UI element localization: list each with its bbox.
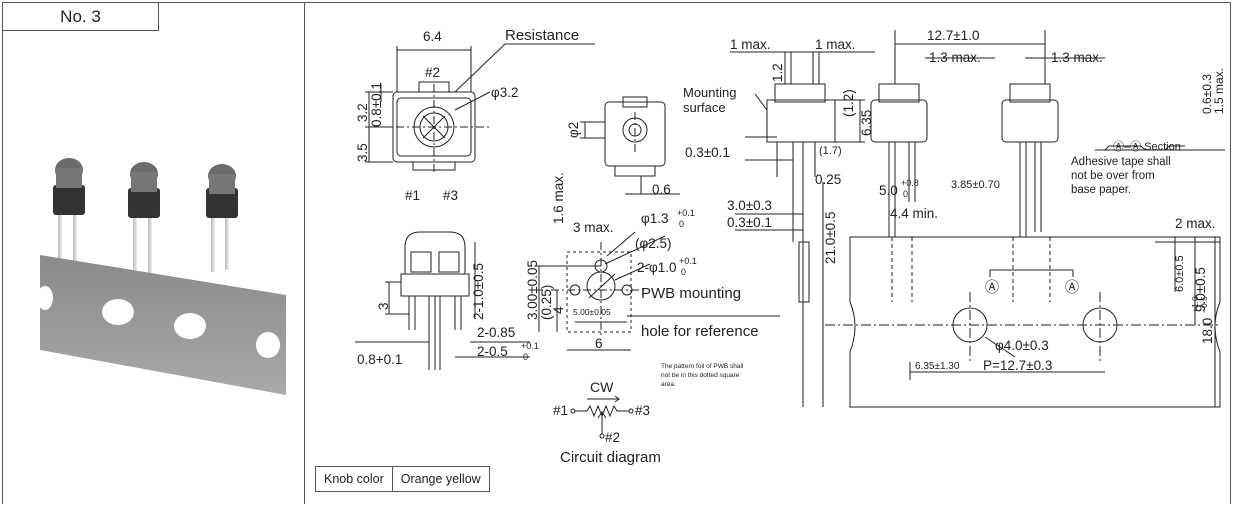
knob-color-value: Orange yellow (391, 466, 490, 492)
dim-18-0-tol: +1.0 (1190, 296, 1200, 313)
dim-3-2: 3.2 (355, 103, 370, 122)
circuit-pin2: #2 (605, 430, 620, 445)
dim-phi-1-3-tol: +0.1 (677, 208, 695, 218)
dim-6-35: 6.35 (859, 110, 874, 136)
dim-5-0: 5.0 (879, 183, 898, 198)
dim-0-6: 0.6 (652, 182, 671, 197)
dim-1-3-max-a: 1.3 max. (929, 50, 981, 65)
dim-1-2: 1.2 (770, 63, 785, 82)
dim-0-25: 0.25 (815, 172, 841, 187)
dim-6: 6 (595, 336, 603, 351)
label-section: Ⓐ–Ⓐ Section (1113, 140, 1181, 153)
dim-phi-2: φ2 (566, 122, 581, 138)
dim-5-0-tol: +0.8 (901, 178, 919, 188)
label-pin3: #3 (443, 188, 458, 203)
dim-1-7: (1.7) (819, 145, 842, 157)
label-mounting: Mounting (683, 85, 736, 100)
label-adhesive-2: not be over from (1071, 170, 1155, 182)
dim-3-00: 3.00±0.05 (525, 260, 540, 320)
dim-2-max: 2 max. (1175, 216, 1216, 231)
dim-phi-3-2: φ3.2 (491, 85, 519, 100)
label-pin2-top: #2 (425, 65, 440, 80)
trimmer-components (53, 158, 238, 218)
dim-2-0-85: 2-0.85 (477, 325, 515, 340)
label-adhesive-3: base paper. (1071, 184, 1131, 196)
dim-18-0: 18.0 (1200, 318, 1215, 344)
dim-3-85: 3.85±0.70 (951, 179, 1000, 191)
pwb-hole-pattern (535, 231, 780, 351)
dim-2-0-5-tol2: 0 (523, 352, 528, 362)
dim-21-0: 21.0±0.5 (823, 212, 838, 264)
label-adhesive-1: Adhesive tape shall (1071, 156, 1171, 168)
dim-1-2-paren: (1.2) (841, 89, 856, 117)
dim-1-6-max: 1.6 max. (551, 172, 566, 224)
taping-components (870, 30, 1225, 237)
dim-4-4-min: 4.4 min. (890, 206, 938, 221)
technical-drawing: 6.4 Resistance #2 φ3.2 #1 #3 0.6 0.8±0.1… (355, 27, 1226, 466)
profile-view (730, 51, 875, 407)
product-photo (37, 158, 286, 395)
knob-color-label: Knob color (315, 466, 393, 492)
label-cw: CW (590, 379, 614, 395)
dim-18-0-tol2: −0.5 (1199, 296, 1209, 313)
circuit-symbol (570, 395, 634, 439)
dim-3-0: 3.0±0.3 (727, 198, 772, 213)
dim-0-6-0-3: 0.6±0.3 (1200, 74, 1214, 114)
pattern-note-3: area. (661, 381, 676, 388)
label-surface: surface (683, 100, 726, 115)
dim-0-3-b: 0.3±0.1 (727, 215, 772, 230)
dim-6-0: 6.0±0.5 (1174, 255, 1186, 292)
dim-2-0-5-tol: +0.1 (521, 341, 539, 351)
circuit-pin3: #3 (635, 403, 650, 418)
label-resistance: Resistance (505, 27, 579, 44)
dim-4: 4 (551, 306, 566, 314)
dim-phi-1-3: φ1.3 (641, 211, 669, 226)
dim-phi-1-0-tol2: 0 (681, 267, 686, 277)
dim-phi-4-0: φ4.0±0.3 (995, 338, 1049, 353)
dim-5-00: 5.00±0.05 (573, 307, 611, 317)
label-pwb-mounting: PWB mounting (641, 285, 741, 302)
dim-9-0: 9.0±0.5 (1193, 267, 1208, 312)
label-circuit-diagram: Circuit diagram (560, 449, 661, 466)
dim-p-12-7: P=12.7±0.3 (983, 358, 1052, 373)
dim-0-8-plus: 0.8+0.1 (357, 352, 402, 367)
dim-phi-1-3-tol2: 0 (679, 219, 684, 229)
dim-1-max-b: 1 max. (815, 37, 856, 52)
carrier-tape-outline (825, 236, 1221, 408)
dim-6-35-b: 6.35±1.30 (915, 361, 960, 372)
dim-1-max-a: 1 max. (730, 37, 771, 52)
dim-1-5-max: 1.5 max. (1212, 68, 1226, 114)
dim-phi-1-0-tol: +0.1 (679, 256, 697, 266)
label-pin1: #1 (405, 188, 420, 203)
dim-3-max: 3 max. (573, 220, 614, 235)
circuit-pin1: #1 (553, 403, 568, 418)
section-mark-a-left: Ⓐ (985, 279, 999, 295)
front-view (365, 43, 595, 172)
pattern-note-2: not be in this dotted square (661, 372, 740, 379)
section-mark-a-right: Ⓐ (1065, 279, 1079, 295)
dim-6-4: 6.4 (423, 29, 442, 44)
dim-5-0-tol2: 0 (903, 189, 908, 199)
column-divider (304, 2, 305, 504)
pattern-note-1: The pattern foil of PWB shall (661, 363, 744, 370)
dim-3-5: 3.5 (355, 143, 370, 162)
dim-3: 3 (376, 302, 391, 310)
dim-0-8: 0.8±0.1 (369, 82, 384, 127)
rear-view (580, 96, 680, 195)
dim-1-3-max-b: 1.3 max. (1051, 50, 1103, 65)
dim-12-7: 12.7±1.0 (927, 28, 979, 43)
dim-2-1-0: 2-1.0±0.5 (471, 263, 486, 320)
knob-color-table: Knob color Orange yellow (315, 466, 490, 492)
dim-0-25-paren: (0.25) (539, 285, 554, 320)
dim-0-3-a: 0.3±0.1 (685, 145, 730, 160)
component-legs (58, 210, 229, 274)
dim-2-0-5: 2-0.5 (477, 344, 508, 359)
product-number-tag: No. 3 (3, 3, 159, 31)
label-hole-for-reference: hole for reference (641, 323, 759, 340)
carrier-tape (37, 255, 286, 395)
dim-phi-1-0: 2-φ1.0 (637, 260, 677, 275)
side-view (355, 231, 530, 370)
dim-phi-2-5: (φ2.5) (635, 236, 672, 251)
